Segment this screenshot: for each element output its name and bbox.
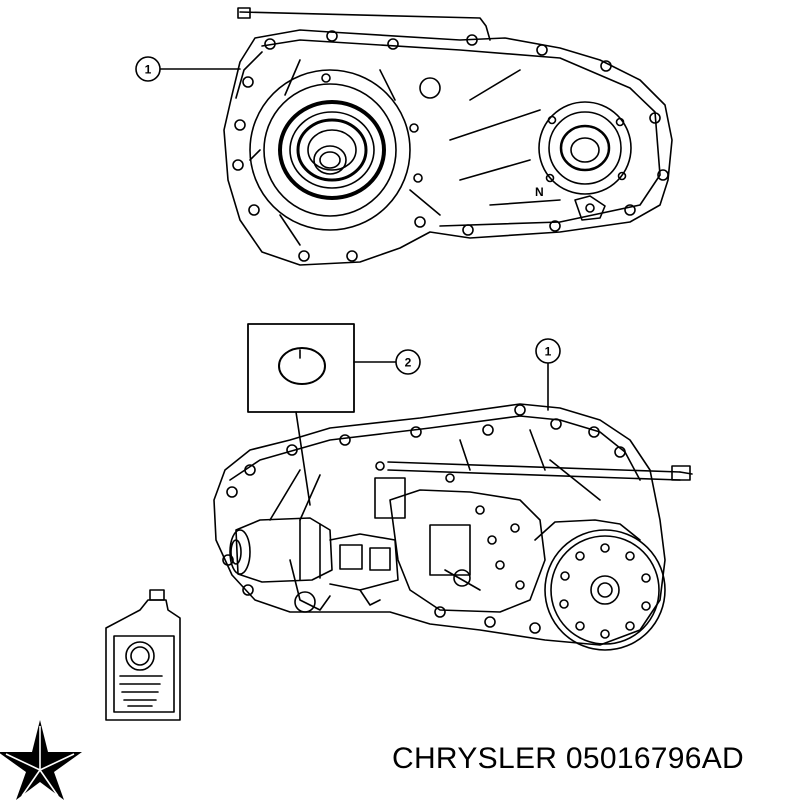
callout-number: 1 [145, 63, 152, 77]
callout-2: 2 [395, 349, 421, 375]
callout-leaders [159, 68, 549, 411]
chrysler-pentastar-icon [0, 720, 82, 800]
callout-1-top: 1 [135, 56, 161, 82]
svg-text:N: N [535, 185, 544, 199]
transfer-case-bottom-icon [213, 403, 693, 651]
callout-1-bottom: 1 [535, 338, 561, 364]
callout-number: 1 [545, 345, 552, 359]
callout-number: 2 [405, 356, 412, 370]
brand-name: CHRYSLER [392, 742, 558, 775]
seal-ring-icon [278, 347, 326, 385]
fluid-bottle-icon [105, 589, 181, 721]
part-caption: CHRYSLER 05016796AD [392, 742, 792, 786]
transfer-case-top-icon: N [223, 7, 673, 266]
part-number: 05016796AD [565, 742, 745, 775]
seal-detail-box [247, 323, 355, 506]
